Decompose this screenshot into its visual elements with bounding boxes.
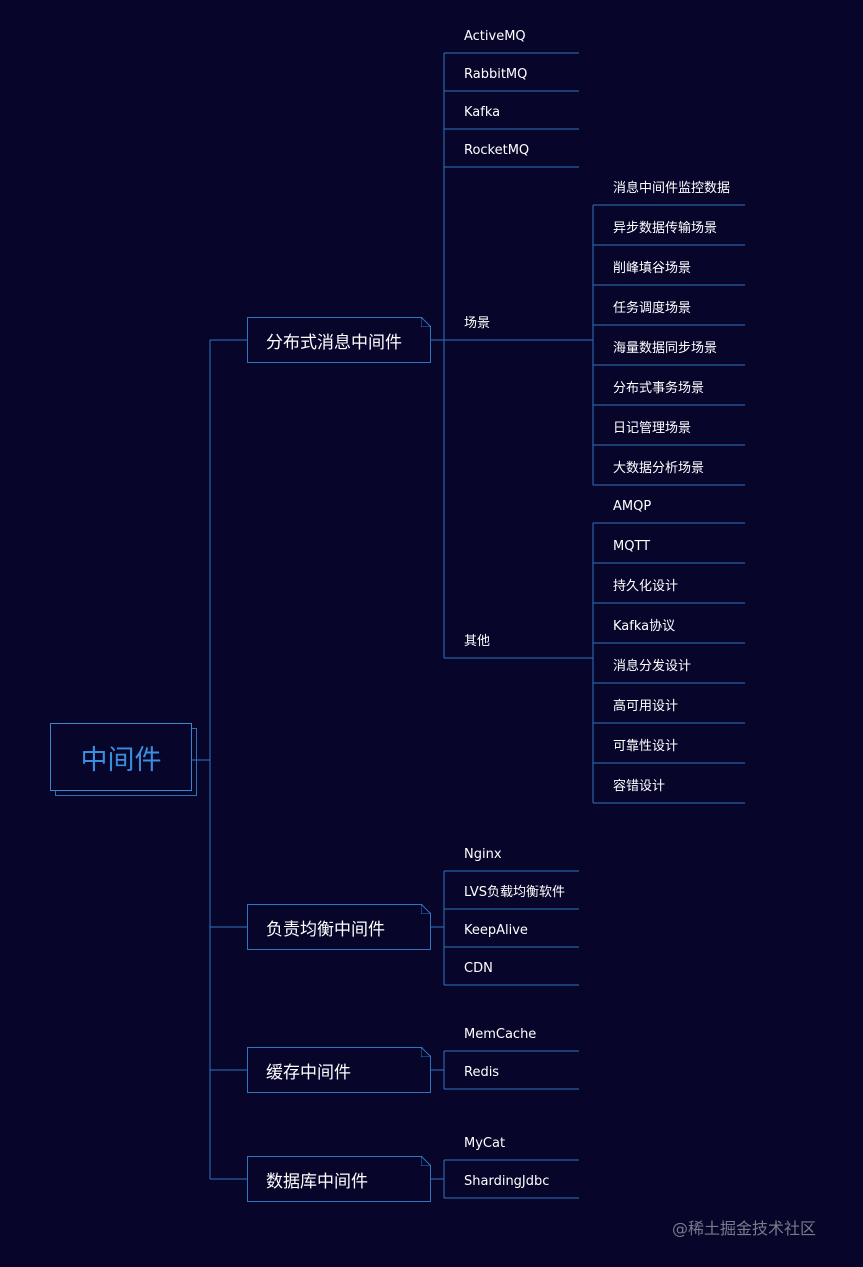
- sub1-leaf-5[interactable]: 高可用设计: [613, 699, 679, 714]
- leaf-b2-0[interactable]: MemCache: [464, 1027, 537, 1042]
- branch-label: 负责均衡中间件: [266, 919, 385, 940]
- sub1-leaf-3[interactable]: Kafka协议: [613, 619, 676, 634]
- leaf-messaging-3[interactable]: RocketMQ: [464, 143, 530, 158]
- leaf-messaging-1[interactable]: RabbitMQ: [464, 67, 528, 82]
- sub0-leaf-2[interactable]: 削峰填谷场景: [613, 261, 692, 276]
- root-node[interactable]: 中间件: [50, 723, 192, 791]
- sub0-leaf-3[interactable]: 任务调度场景: [613, 301, 692, 316]
- leaf-b1-2[interactable]: KeepAlive: [464, 923, 528, 938]
- sub0-leaf-7[interactable]: 大数据分析场景: [613, 461, 705, 476]
- root-label: 中间件: [80, 744, 162, 776]
- sub1-leaf-2[interactable]: 持久化设计: [613, 579, 679, 594]
- sub-node-0[interactable]: 场景: [464, 316, 491, 331]
- branch-node-2[interactable]: 缓存中间件: [247, 1047, 431, 1093]
- sub1-leaf-4[interactable]: 消息分发设计: [613, 659, 692, 674]
- sub0-leaf-6[interactable]: 日记管理场景: [613, 421, 692, 436]
- leaf-b3-1[interactable]: ShardingJdbc: [464, 1174, 550, 1189]
- sub-node-1[interactable]: 其他: [464, 634, 491, 649]
- sub0-leaf-4[interactable]: 海量数据同步场景: [613, 341, 718, 356]
- folded-corner-icon: [421, 1047, 431, 1057]
- branch-node-3[interactable]: 数据库中间件: [247, 1156, 431, 1202]
- folded-corner-icon: [421, 904, 431, 914]
- branch-node-0[interactable]: 分布式消息中间件: [247, 317, 431, 363]
- branch-label: 数据库中间件: [266, 1171, 368, 1192]
- leaf-messaging-2[interactable]: Kafka: [464, 105, 501, 120]
- sub1-leaf-0[interactable]: AMQP: [613, 499, 652, 514]
- sub1-leaf-1[interactable]: MQTT: [613, 539, 651, 554]
- leaf-b1-3[interactable]: CDN: [464, 961, 493, 976]
- sub0-leaf-1[interactable]: 异步数据传输场景: [613, 221, 718, 236]
- leaf-b3-0[interactable]: MyCat: [464, 1136, 506, 1151]
- branch-node-1[interactable]: 负责均衡中间件: [247, 904, 431, 950]
- folded-corner-icon: [421, 317, 431, 327]
- folded-corner-icon: [421, 1156, 431, 1166]
- branch-label: 分布式消息中间件: [266, 332, 402, 353]
- sub0-leaf-5[interactable]: 分布式事务场景: [613, 381, 705, 396]
- branch-label: 缓存中间件: [266, 1062, 351, 1083]
- sub1-leaf-6[interactable]: 可靠性设计: [613, 739, 679, 754]
- leaf-b1-1[interactable]: LVS负载均衡软件: [464, 885, 565, 900]
- leaf-messaging-0[interactable]: ActiveMQ: [464, 29, 526, 44]
- watermark: @稀土掘金技术社区: [672, 1219, 817, 1238]
- sub1-leaf-7[interactable]: 容错设计: [613, 779, 666, 794]
- sub0-leaf-0[interactable]: 消息中间件监控数据: [613, 181, 731, 196]
- leaf-b2-1[interactable]: Redis: [464, 1065, 500, 1080]
- leaf-b1-0[interactable]: Nginx: [464, 847, 502, 862]
